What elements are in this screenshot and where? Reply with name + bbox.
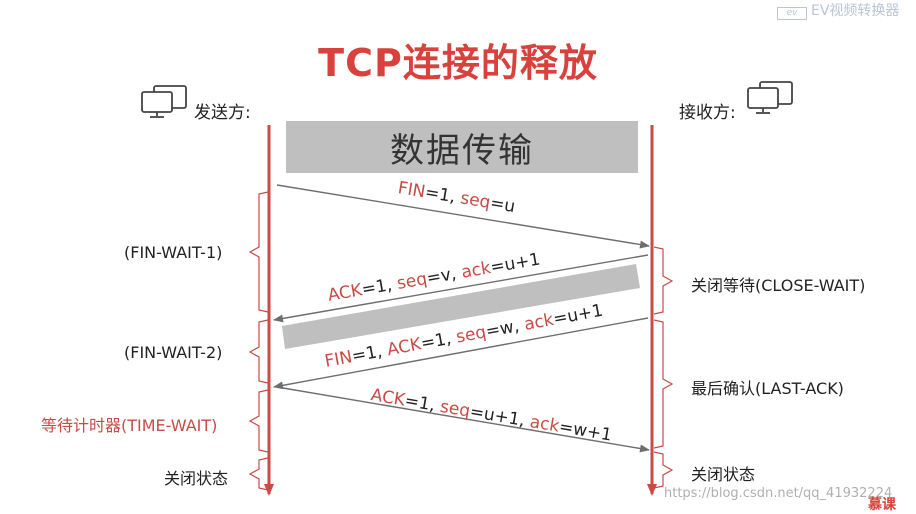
receiver-label: 接收方: bbox=[679, 103, 736, 123]
arrow-final-ack bbox=[276, 386, 650, 453]
bracket-time-wait bbox=[248, 389, 269, 453]
sender-monitor-icon bbox=[141, 85, 187, 118]
state-close-wait: 关闭等待(CLOSE-WAIT) bbox=[691, 276, 866, 295]
mooc-watermark: 慕课 bbox=[868, 497, 896, 513]
ev-watermark: ev EV视频转换器 bbox=[777, 0, 899, 20]
ev-logo-box: ev bbox=[777, 7, 807, 20]
state-last-ack: 最后确认(LAST-ACK) bbox=[691, 379, 844, 398]
arrow-fin bbox=[276, 184, 650, 249]
state-receiver-closed: 关闭状态 bbox=[691, 465, 756, 484]
receiver-monitor-icon bbox=[747, 81, 793, 114]
data-transfer-label: 数据传输 bbox=[390, 130, 534, 171]
message-keyword: FIN bbox=[396, 178, 427, 203]
bracket-close-wait bbox=[653, 246, 674, 315]
state-time-wait: 等待计时器(TIME-WAIT) bbox=[41, 416, 218, 435]
page-title: TCP连接的释放 bbox=[318, 41, 598, 85]
state-fin-wait-1: (FIN-WAIT-1) bbox=[124, 243, 223, 262]
bracket-sender-closed bbox=[248, 457, 269, 491]
state-fin-wait-2: (FIN-WAIT-2) bbox=[124, 343, 223, 362]
bracket-fin-wait-2 bbox=[248, 319, 269, 384]
arrow-ack bbox=[273, 254, 649, 323]
data-transfer-bar: 数据传输 bbox=[286, 121, 638, 173]
arrow-fin-ack bbox=[273, 317, 649, 390]
bracket-fin-wait-1 bbox=[248, 191, 269, 313]
sender-label: 发送方: bbox=[194, 103, 251, 123]
transfer-bar-diagonal bbox=[282, 264, 640, 349]
ev-brand-text: EV视频转换器 bbox=[811, 3, 900, 19]
state-sender-closed: 关闭状态 bbox=[164, 469, 229, 488]
message-value: =u bbox=[488, 193, 517, 218]
bracket-receiver-closed bbox=[653, 451, 674, 489]
url-watermark: https://blog.csdn.net/qq_41932224 bbox=[664, 486, 893, 501]
bracket-last-ack bbox=[653, 319, 674, 449]
